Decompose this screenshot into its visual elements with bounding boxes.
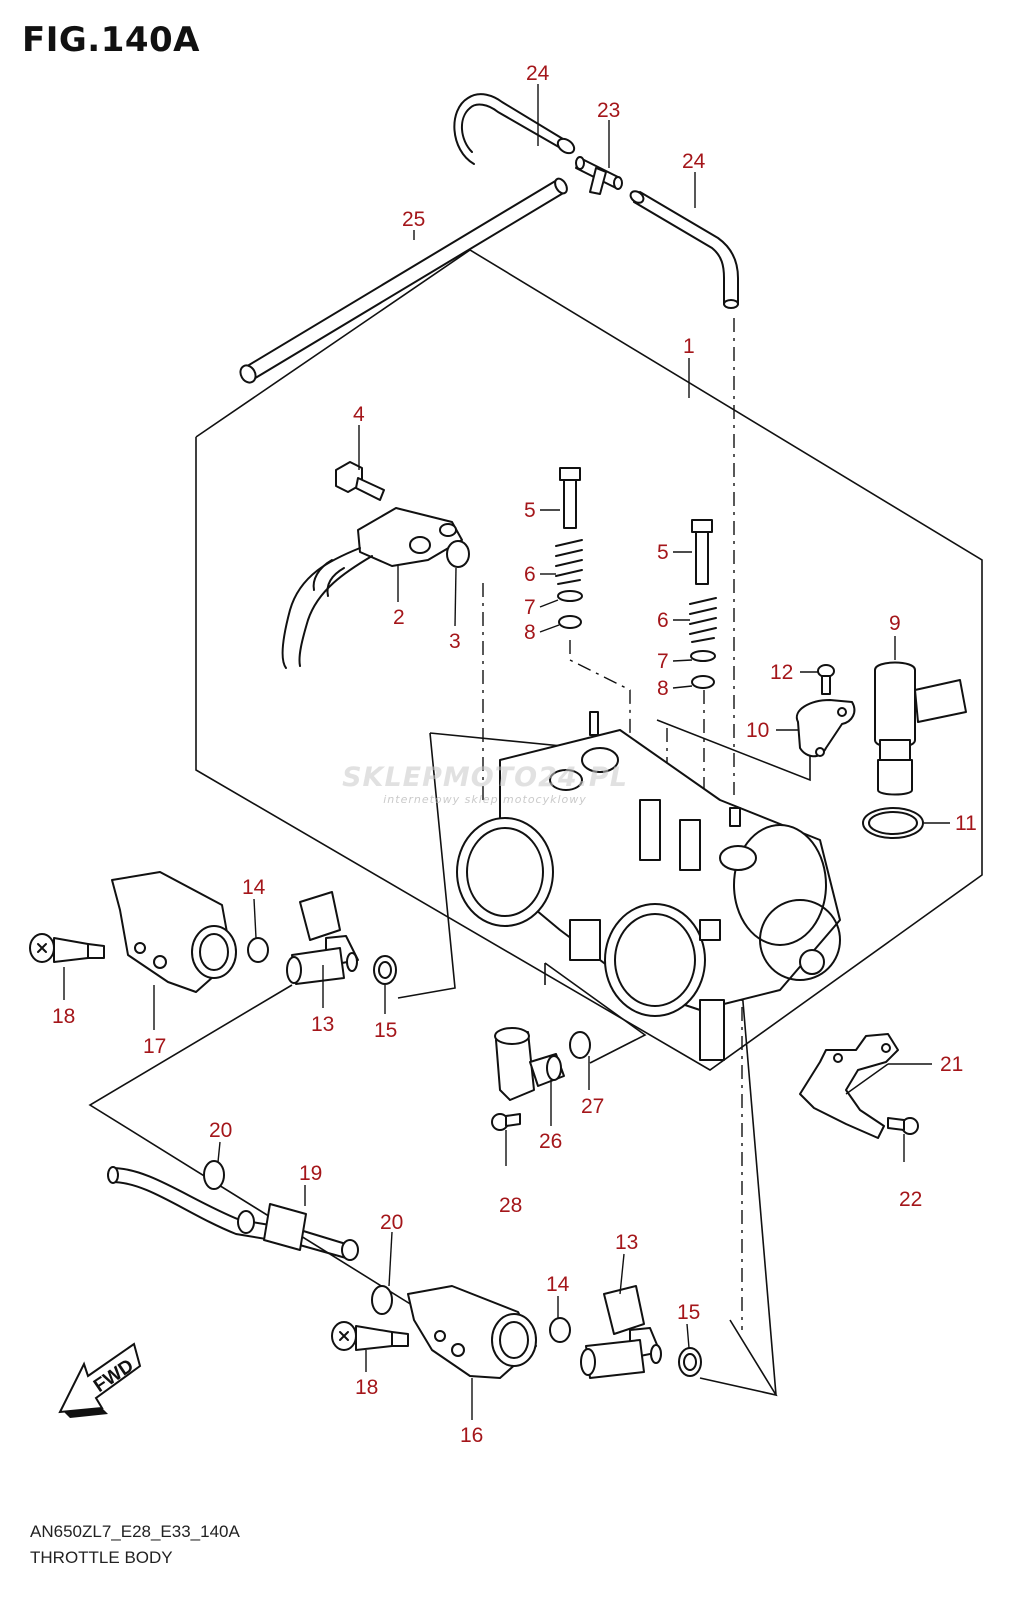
callout-9: 9 [889,612,901,635]
fuel-pipe-19 [107,1166,359,1261]
bracket-10 [795,699,856,758]
o-ring-14-upper [247,937,269,963]
hose-24-left [453,93,576,165]
callout-14b: 14 [546,1273,570,1296]
o-ring-20-upper [203,1160,225,1190]
callout-13b: 13 [615,1231,638,1254]
bracket-17 [111,871,237,993]
callout-18a: 18 [52,1005,75,1028]
seal-15-upper [373,955,397,985]
bolt-4 [335,461,385,501]
o-ring-20-lower [371,1285,393,1315]
hose-25 [239,177,568,384]
figure-name: THROTTLE BODY [30,1548,173,1567]
callout-7a: 7 [524,596,536,619]
screw-22 [887,1117,919,1135]
callout-6b: 6 [657,609,669,632]
leader-lines [63,84,950,1420]
o-ring-27 [569,1031,591,1059]
figure-title: FIG.140A [22,20,200,60]
callout-1: 1 [683,335,695,358]
callout-17: 17 [143,1035,166,1058]
bracket-21 [799,1033,899,1139]
callout-8a: 8 [524,621,536,644]
screw-set-left [555,467,583,629]
callout-11: 11 [955,812,977,835]
o-ring-3 [446,540,470,568]
callout-6a: 6 [524,563,536,586]
callout-21: 21 [940,1053,963,1076]
callout-24b: 24 [682,150,706,173]
injector-13-upper [286,891,359,985]
fwd-arrow-icon: FWD [58,1342,142,1418]
callout-12: 12 [770,661,793,684]
callout-23: 23 [597,99,620,122]
callout-26: 26 [539,1130,562,1153]
throttle-body [456,711,841,1061]
o-ring-14-lower [549,1317,571,1343]
injector-13-lower [580,1285,662,1379]
hose-24-right [629,190,739,309]
callout-28: 28 [499,1194,522,1217]
callout-20a: 20 [209,1119,232,1142]
callout-4: 4 [353,403,365,426]
o-ring-11 [862,807,924,839]
screw-12 [817,664,835,695]
callout-20b: 20 [380,1211,403,1234]
t-joint-23 [575,156,623,195]
sensor-9 [874,661,967,796]
callout-labels: 24 23 24 25 1 4 5 6 7 8 2 3 5 6 7 8 12 9… [52,62,977,1447]
callout-27: 27 [581,1095,604,1118]
bracket-16 [407,1285,537,1379]
callout-18b: 18 [355,1376,378,1399]
callout-15a: 15 [374,1019,397,1042]
bolt-18-upper [29,933,105,963]
callout-10: 10 [746,719,769,742]
callout-24a: 24 [526,62,550,85]
callout-13a: 13 [311,1013,334,1036]
callout-16: 16 [460,1424,483,1447]
fitting-26 [494,1027,565,1101]
callout-19: 19 [299,1162,322,1185]
callout-5b: 5 [657,541,669,564]
callout-2: 2 [393,606,405,629]
callout-14a: 14 [242,876,266,899]
callout-15b: 15 [677,1301,700,1324]
callout-22: 22 [899,1188,922,1211]
bolt-18-lower [331,1321,409,1351]
figure-code: AN650ZL7_E28_E33_140A [30,1522,240,1541]
screw-28 [491,1113,521,1131]
screw-set-right [689,519,717,689]
sensor-2 [281,507,463,669]
callout-25: 25 [402,208,425,231]
callout-7b: 7 [657,650,669,673]
callout-3: 3 [449,630,461,653]
lower-frame [88,984,778,1397]
callout-8b: 8 [657,677,669,700]
seal-15-lower [678,1347,702,1377]
callout-5a: 5 [524,499,536,522]
